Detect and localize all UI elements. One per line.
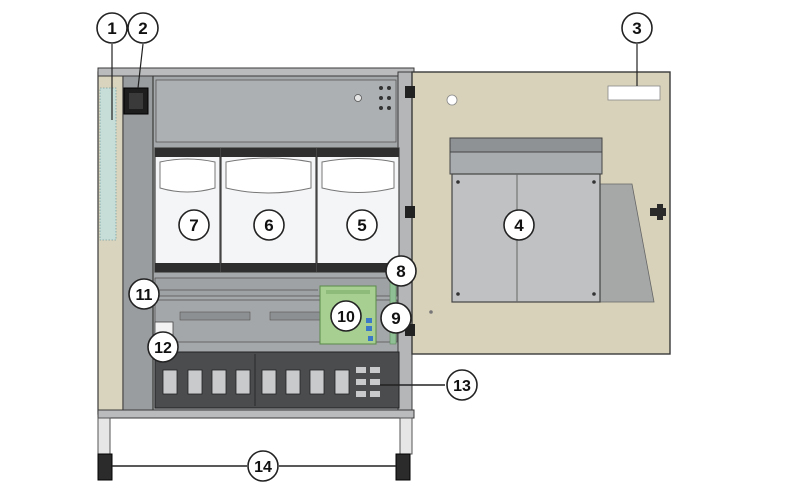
door-hinge [405, 206, 415, 218]
door-fan-unit [449, 137, 603, 303]
callout-7: 7 [178, 209, 210, 241]
callout-5-label: 5 [357, 216, 366, 235]
top-plate-screw [379, 106, 383, 110]
callout-8-label: 8 [396, 262, 405, 281]
callout-10: 10 [330, 300, 362, 332]
foot-right [395, 453, 411, 481]
door-hinge [405, 86, 415, 98]
top-plate-screw [387, 86, 391, 90]
module-7 [154, 147, 221, 273]
top-frame [97, 67, 415, 77]
top-plate-screw [354, 94, 362, 102]
callout-1-label: 1 [107, 19, 116, 38]
top-plate-screw [379, 96, 383, 100]
callout-12: 12 [147, 331, 179, 363]
callout-2-leader [137, 43, 144, 89]
top-plate-screw [387, 96, 391, 100]
callout-14: 14 [247, 450, 279, 482]
callout-6: 6 [253, 209, 285, 241]
inner-left-column [122, 71, 154, 415]
callout-11-label: 11 [136, 287, 153, 304]
callout-7-label: 7 [189, 216, 198, 235]
foot-left [97, 453, 113, 481]
top-plate-screw [387, 106, 391, 110]
callout-2-label: 2 [138, 19, 147, 38]
callout-8: 8 [385, 255, 417, 287]
callout-13: 13 [446, 369, 478, 401]
callout-14-label: 14 [254, 459, 272, 476]
callout-2: 2 [127, 12, 159, 44]
callout-4: 4 [503, 209, 535, 241]
callout-9-label: 9 [391, 309, 400, 328]
callout-3: 3 [621, 12, 653, 44]
cabinet-base [97, 409, 415, 481]
top-mounting-plate [155, 79, 397, 143]
callout-3-label: 3 [632, 19, 641, 38]
callout-1: 1 [96, 12, 128, 44]
callout-12-label: 12 [154, 340, 172, 357]
top-plate-screw [379, 86, 383, 90]
callout-6-label: 6 [264, 216, 273, 235]
callout-10-label: 10 [337, 309, 355, 326]
callout-11: 11 [128, 278, 160, 310]
door-handle [650, 204, 666, 220]
ventilation-strip [99, 87, 117, 241]
door-label-plate [607, 85, 661, 101]
cabinet-door [405, 71, 671, 355]
callout-13-label: 13 [453, 378, 471, 395]
terminal-panel [154, 351, 400, 409]
callout-4-label: 4 [514, 216, 524, 235]
right-frame [397, 71, 413, 415]
door-hinge [405, 324, 415, 336]
callout-9: 9 [380, 302, 412, 334]
callout-5: 5 [346, 209, 378, 241]
main-switch [123, 87, 149, 115]
